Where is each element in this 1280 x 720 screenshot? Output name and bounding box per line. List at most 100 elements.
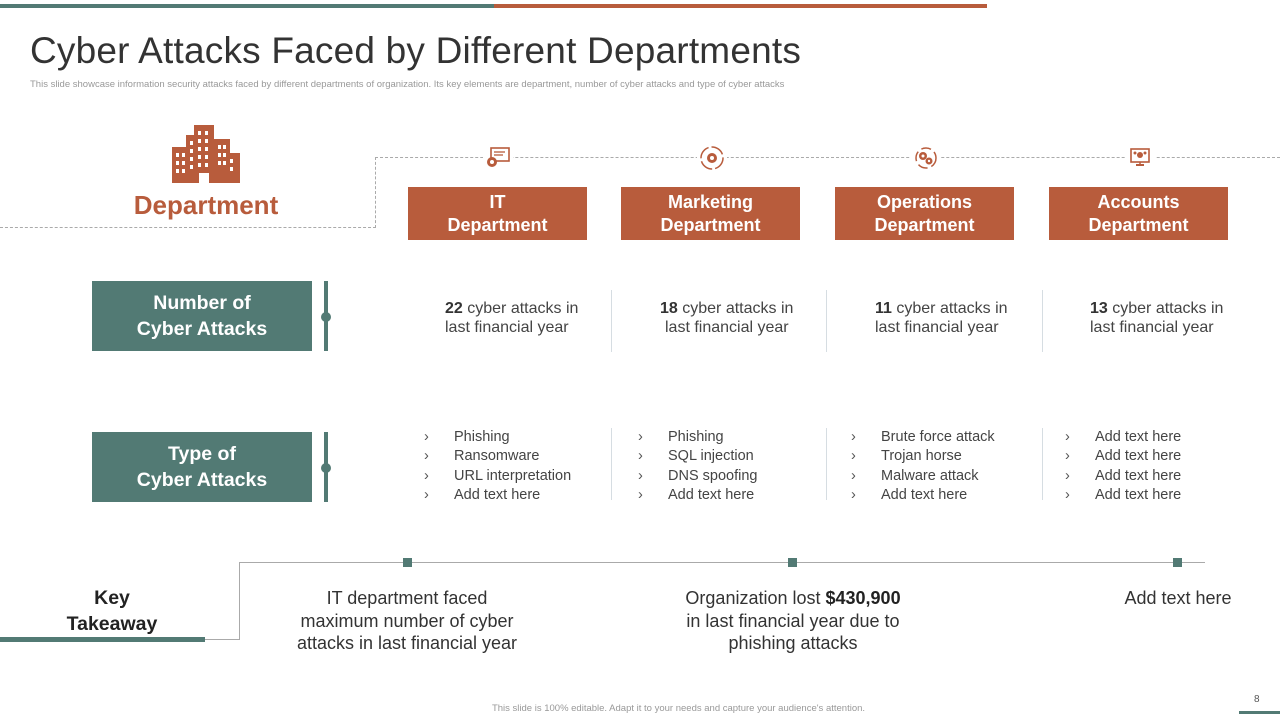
list-item: › Trojan horse xyxy=(851,447,995,466)
attack-count-text: last financial year xyxy=(445,319,569,336)
attack-types-accounts: ›Add text here ›Add text here ›Add text … xyxy=(1065,428,1181,505)
row-label-number-of-attacks: Number of Cyber Attacks xyxy=(92,281,312,351)
row-marker-dot xyxy=(321,463,331,473)
list-item: › Phishing xyxy=(424,428,571,447)
top-accent-bar-teal xyxy=(0,4,494,8)
row-marker-dot xyxy=(321,312,331,322)
list-item: ›Add text here xyxy=(638,486,757,505)
attack-count-marketing: 18 cyber attacks in last financial year xyxy=(660,299,793,337)
chevron-right-icon: › xyxy=(851,448,856,465)
list-item: › Brute force attack xyxy=(851,428,995,447)
attack-count-text: cyber attacks in xyxy=(682,300,794,317)
chevron-right-icon: › xyxy=(638,486,643,503)
row-label-line2: Cyber Attacks xyxy=(136,469,268,491)
key-takeaway-line1: Key xyxy=(94,587,130,609)
list-item: ›SQL injection xyxy=(638,447,757,466)
row-label-type-of-attacks: Type of Cyber Attacks xyxy=(92,432,312,502)
attack-count-text: last financial year xyxy=(665,319,789,336)
attack-count-text: last financial year xyxy=(875,319,999,336)
attack-count-number: 13 xyxy=(1090,300,1108,317)
chevron-right-icon: › xyxy=(424,467,429,484)
chevron-right-icon: › xyxy=(424,429,429,445)
attack-count-number: 11 xyxy=(875,300,892,317)
takeaway-line: IT department faced xyxy=(326,588,488,608)
list-item: ›Add text here xyxy=(1065,486,1181,505)
row-label-line1: Type of xyxy=(168,443,236,465)
chevron-right-icon: › xyxy=(851,486,856,503)
chevron-right-icon: › xyxy=(1065,486,1070,503)
chevron-right-icon: › xyxy=(851,429,856,445)
footer-note: This slide is 100% editable. Adapt it to… xyxy=(491,703,866,714)
attack-type: Brute force attack xyxy=(881,429,995,445)
row-label-line1: Number of xyxy=(153,292,251,314)
dept-name-line2: Department xyxy=(1088,214,1189,235)
dept-name-line1: Operations xyxy=(876,191,973,212)
department-heading: Department xyxy=(133,190,279,220)
list-item: ›Add text here xyxy=(1065,428,1181,447)
attack-count-number: 22 xyxy=(445,300,463,317)
gears-cycle-icon xyxy=(911,145,941,171)
takeaway-item-1: IT department faced maximum number of cy… xyxy=(277,587,537,655)
dept-name-line2: Department xyxy=(874,214,975,235)
dept-name-line2: Department xyxy=(447,214,548,235)
chevron-right-icon: › xyxy=(638,429,643,445)
attack-type: Add text here xyxy=(881,486,968,503)
attack-type: DNS spoofing xyxy=(668,467,758,484)
attack-count-it: 22 cyber attacks in last financial year xyxy=(445,299,578,337)
attack-types-marketing: ›Phishing ›SQL injection ›DNS spoofing ›… xyxy=(638,428,757,505)
takeaway-connector xyxy=(239,562,240,640)
list-item: ›Add text here xyxy=(424,486,571,505)
attack-count-text: last financial year xyxy=(1090,319,1214,336)
list-item: › Add text here xyxy=(1065,467,1181,486)
dept-box-marketing: Marketing Department xyxy=(621,187,800,240)
chevron-right-icon: › xyxy=(1065,448,1070,465)
attack-count-accounts: 13 cyber attacks in last financial year xyxy=(1090,299,1223,337)
list-item: ›Malware attack xyxy=(851,467,995,486)
page-number: 8 xyxy=(1254,694,1260,705)
takeaway-line: attacks in last financial year xyxy=(296,633,518,653)
top-accent-bar-rust xyxy=(494,4,987,8)
chevron-right-icon: › xyxy=(424,448,429,465)
attack-type: Add text here xyxy=(1095,448,1182,465)
takeaway-line: phishing attacks xyxy=(728,633,858,653)
attack-count-text: cyber attacks in xyxy=(467,300,579,317)
building-icon xyxy=(172,125,240,183)
dept-box-it: IT Department xyxy=(408,187,587,240)
attack-type: Phishing xyxy=(668,429,724,445)
takeaway-line: Add text here xyxy=(1124,588,1232,608)
attack-count-text: cyber attacks in xyxy=(1112,300,1224,317)
monitor-network-icon xyxy=(1125,145,1155,171)
timeline-marker xyxy=(788,558,797,567)
takeaway-connector xyxy=(205,639,240,640)
attack-type: Add text here xyxy=(1095,467,1182,484)
dashed-connector xyxy=(375,157,1280,158)
takeaway-item-3: Add text here xyxy=(1048,587,1280,610)
attack-type: Trojan horse xyxy=(881,448,962,465)
dashed-connector xyxy=(0,227,376,228)
list-item: ›DNS spoofing xyxy=(638,467,757,486)
page-number-underline xyxy=(1239,711,1280,714)
loss-amount: $430,900 xyxy=(825,588,901,608)
attack-types-it: › Phishing › Ransomware › URL interpretatio… xyxy=(424,428,571,505)
list-item: › Add text here xyxy=(851,486,995,505)
row-label-line2: Cyber Attacks xyxy=(136,318,268,340)
timeline-marker xyxy=(403,558,412,567)
attack-count-text: cyber attacks in xyxy=(896,300,1008,317)
dept-box-accounts: Accounts Department xyxy=(1049,187,1228,240)
list-item: › Add text here xyxy=(1065,447,1181,466)
attack-type: SQL injection xyxy=(668,448,754,465)
chevron-right-icon: › xyxy=(1065,429,1070,445)
list-item: › URL interpretation xyxy=(424,467,571,486)
attack-count-operations: 11 cyber attacks in last financial year xyxy=(875,299,1008,337)
takeaway-item-2: Organization lost $430,900 in last finan… xyxy=(663,587,923,655)
chevron-right-icon: › xyxy=(424,486,429,503)
dept-name-line2: Department xyxy=(660,214,761,235)
chevron-right-icon: › xyxy=(1065,467,1070,484)
key-takeaway-line2: Takeaway xyxy=(66,613,158,635)
attack-type: URL interpretation xyxy=(454,467,572,484)
dept-name-line1: Marketing xyxy=(667,191,754,212)
attack-type: Phishing xyxy=(454,429,510,445)
dept-name-line1: IT xyxy=(489,191,506,212)
attack-type: Ransomware xyxy=(454,448,540,465)
takeaway-line: Organization lost xyxy=(685,588,826,608)
